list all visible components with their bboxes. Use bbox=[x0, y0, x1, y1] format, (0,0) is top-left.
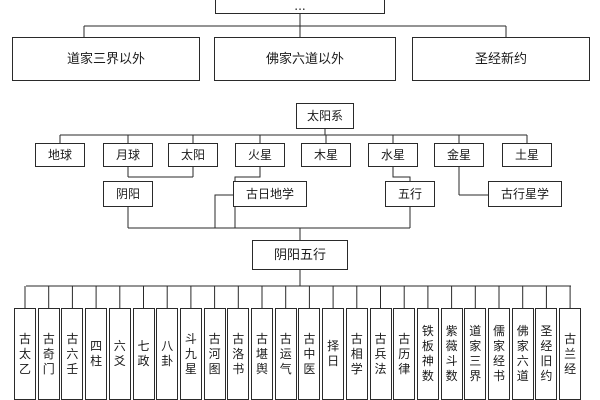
leaf-label: 古兵法 bbox=[374, 331, 387, 376]
node-mars-label: 火星 bbox=[247, 148, 272, 162]
leaf-node: 斗九星 bbox=[179, 308, 202, 400]
leaf-label: 四柱 bbox=[90, 339, 103, 368]
node-moon: 月球 bbox=[103, 143, 153, 167]
leaf-node: 古太乙 bbox=[14, 308, 36, 400]
node-earth-label: 地球 bbox=[47, 148, 72, 162]
root-node: ... bbox=[215, 0, 385, 14]
leaf-label: 紫薇斗数 bbox=[445, 324, 458, 383]
leaf-node: 七政 bbox=[132, 308, 155, 400]
node-solar-system-label: 太阳系 bbox=[306, 109, 343, 123]
node-moon-label: 月球 bbox=[115, 148, 140, 162]
node-wuxing-label: 五行 bbox=[397, 187, 422, 201]
leaf-label: 古历律 bbox=[398, 331, 411, 376]
leaf-label: 佛家六道 bbox=[516, 324, 529, 383]
leaf-node: 择日 bbox=[322, 308, 345, 400]
node-yinyang-wuxing: 阴阳五行 bbox=[252, 240, 348, 270]
leaf-label: 斗九星 bbox=[184, 331, 197, 376]
node-yinyang-label: 阴阳 bbox=[115, 187, 140, 201]
node-sun-label: 太阳 bbox=[180, 148, 205, 162]
node-mercury: 水星 bbox=[368, 143, 418, 167]
leaf-node: 古兵法 bbox=[369, 308, 392, 400]
leaf-label: 古洛书 bbox=[232, 331, 245, 376]
node-earth: 地球 bbox=[35, 143, 85, 167]
node-venus: 金星 bbox=[434, 143, 484, 167]
leaf-node: 佛家六道 bbox=[511, 308, 534, 400]
leaf-label: 古太乙 bbox=[19, 331, 32, 376]
leaf-node: 古运气 bbox=[274, 308, 297, 400]
leaf-label: 六爻 bbox=[113, 339, 126, 368]
leaf-label: 铁板神数 bbox=[421, 324, 434, 383]
leaf-label: 古兰经 bbox=[564, 331, 577, 376]
node-wuxing: 五行 bbox=[385, 181, 435, 207]
node-saturn: 土星 bbox=[502, 143, 552, 167]
node-yinyang: 阴阳 bbox=[103, 181, 153, 207]
node-saturn-label: 土星 bbox=[514, 148, 539, 162]
root-label: ... bbox=[294, 0, 306, 13]
ancient-geo-left bbox=[214, 194, 235, 228]
node-ancient-star-label: 古行星学 bbox=[500, 187, 549, 201]
node-solar-system: 太阳系 bbox=[296, 103, 354, 129]
leaf-node: 紫薇斗数 bbox=[440, 308, 463, 400]
leaf-node: 古兰经 bbox=[559, 308, 582, 400]
node-ancient-geo: 古日地学 bbox=[233, 181, 307, 207]
leaf-node: 古历律 bbox=[393, 308, 416, 400]
node-new-testament: 圣经新约 bbox=[412, 37, 590, 81]
node-sun: 太阳 bbox=[168, 143, 218, 167]
leaf-label: 七政 bbox=[137, 339, 150, 368]
leaf-label: 古奇门 bbox=[42, 331, 55, 376]
leaf-node: 古洛书 bbox=[227, 308, 250, 400]
leaf-label: 择日 bbox=[327, 339, 340, 368]
leaf-label: 古河图 bbox=[208, 331, 221, 376]
leaf-node: 六爻 bbox=[108, 308, 131, 400]
leaf-label: 道家三界 bbox=[469, 324, 482, 383]
mercury-to-wuxing bbox=[392, 167, 411, 181]
node-venus-label: 金星 bbox=[446, 148, 471, 162]
leaf-label: 古堪舆 bbox=[256, 331, 269, 376]
node-taoist-beyond-label: 道家三界以外 bbox=[66, 51, 145, 67]
leaf-node: 古相学 bbox=[345, 308, 368, 400]
leaf-label: 古相学 bbox=[350, 331, 363, 376]
leaf-node: 古河图 bbox=[203, 308, 226, 400]
leaf-label: 圣经旧约 bbox=[540, 324, 553, 383]
leaf-label: 古运气 bbox=[279, 331, 292, 376]
leaf-node: 古六壬 bbox=[61, 308, 84, 400]
node-jupiter-label: 木星 bbox=[313, 148, 338, 162]
node-ancient-geo-label: 古日地学 bbox=[245, 187, 294, 201]
leaf-label: 八卦 bbox=[161, 339, 174, 368]
leaf-node: 古堪舆 bbox=[251, 308, 273, 400]
node-mars: 火星 bbox=[235, 143, 285, 167]
node-buddhist-beyond-label: 佛家六道以外 bbox=[265, 51, 344, 67]
leaf-node: 儒家经书 bbox=[488, 308, 510, 400]
leaf-node: 八卦 bbox=[156, 308, 179, 400]
leaf-node: 道家三界 bbox=[464, 308, 487, 400]
node-jupiter: 木星 bbox=[301, 143, 351, 167]
mars-to-ancient-geo bbox=[234, 167, 261, 181]
node-taoist-beyond: 道家三界以外 bbox=[12, 37, 200, 81]
node-new-testament-label: 圣经新约 bbox=[474, 51, 527, 67]
leaf-node: 四柱 bbox=[85, 308, 108, 400]
leaf-node: 圣经旧约 bbox=[535, 308, 558, 400]
leaf-label: 儒家经书 bbox=[493, 324, 506, 383]
node-yinyang-wuxing-label: 阴阳五行 bbox=[273, 247, 326, 263]
node-mercury-label: 水星 bbox=[380, 148, 405, 162]
leaf-label: 古中医 bbox=[303, 331, 316, 376]
node-ancient-star: 古行星学 bbox=[488, 181, 562, 207]
leaf-node: 古中医 bbox=[298, 308, 321, 400]
leaf-node: 铁板神数 bbox=[416, 308, 439, 400]
leaf-label: 古六壬 bbox=[66, 331, 79, 376]
leaf-node: 古奇门 bbox=[37, 308, 60, 400]
node-buddhist-beyond: 佛家六道以外 bbox=[214, 37, 396, 81]
